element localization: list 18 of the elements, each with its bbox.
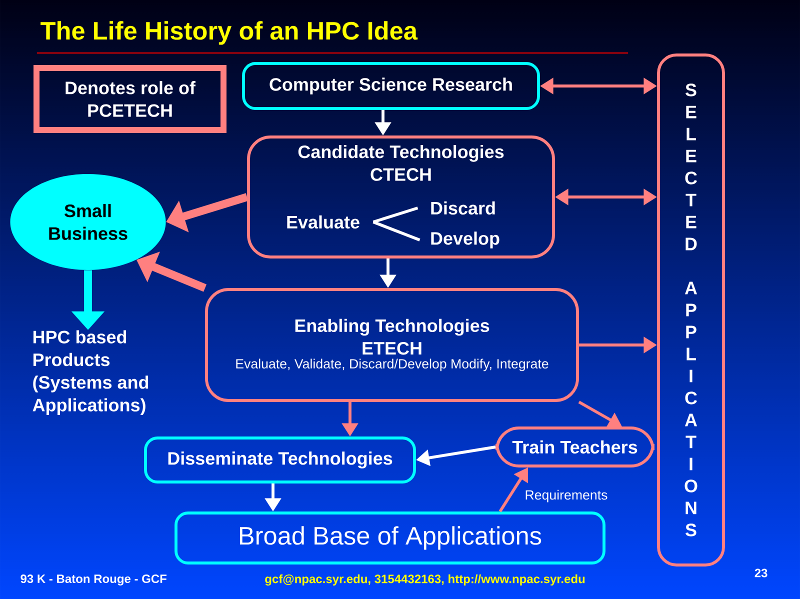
- step-text: Develop: [431, 232, 500, 248]
- products-text: HPC based Products (Systems and Applications): [32, 330, 148, 416]
- process-box: Computer Science Research: [242, 62, 540, 110]
- edge-label: Requirements: [526, 490, 608, 502]
- process-box: Enabling Technologies ETECH Evaluate, Validate, Discard/Develop Modify, Integrate: [205, 288, 579, 402]
- process-box: Disseminate Technologies: [144, 436, 416, 484]
- step-text: Evaluate: [287, 215, 360, 229]
- step-text: Discard: [431, 201, 495, 215]
- footer-contact: gcf@npac.syr.edu, 3154432163, http://www.npac.syr.edu: [265, 574, 585, 586]
- connector-line: [372, 206, 418, 224]
- process-box: Broad Base of Applications: [174, 512, 606, 564]
- applications-column: SELECTED APPLICATIONS: [657, 54, 725, 566]
- legend-box: Denotes role of PCETECH: [34, 65, 226, 133]
- slide-title: The Life History of an HPC Idea: [40, 21, 418, 45]
- footer-text: 93 K - Baton Rouge - GCF: [20, 574, 166, 586]
- page-number: 23: [754, 568, 768, 578]
- connector-line: [372, 220, 420, 242]
- process-box: Train Teachers: [496, 426, 654, 468]
